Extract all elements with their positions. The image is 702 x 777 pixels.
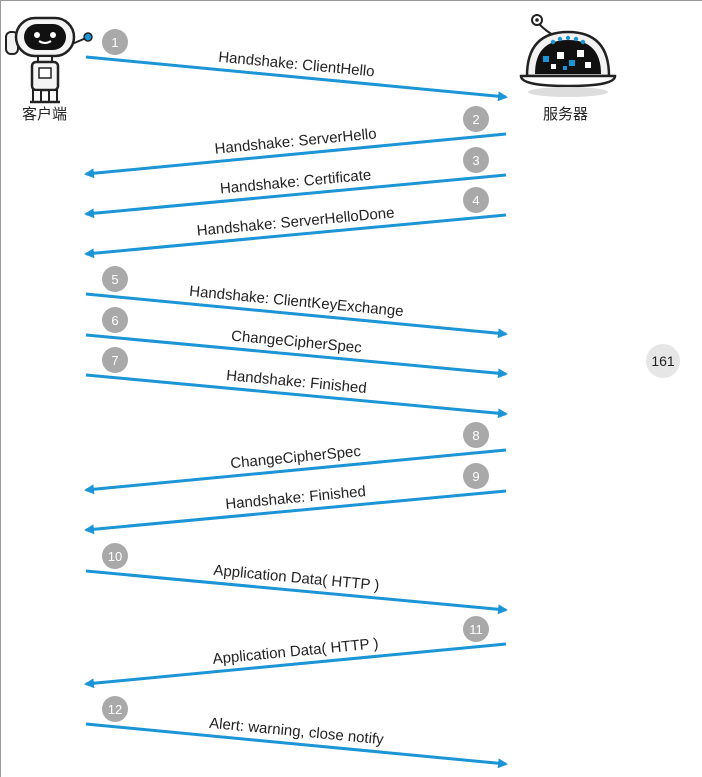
message-label-3: Handshake: Certificate: [219, 167, 372, 198]
message-arrow-8: [84, 448, 507, 495]
step-badge-2: [463, 106, 489, 132]
message-arrow-5: [85, 292, 508, 339]
message-arrow-7: [85, 373, 508, 419]
step-badge-3: [463, 147, 489, 173]
step-number-2: 2: [472, 112, 479, 127]
step-number-6: 6: [111, 313, 118, 328]
message-label-7: Handshake: Finished: [225, 367, 367, 397]
step-badge-5: [102, 266, 128, 292]
step-number-7: 7: [111, 353, 118, 368]
message-arrow-3: [84, 173, 507, 219]
step-number-4: 4: [472, 193, 479, 208]
message-label-6: ChangeCipherSpec: [230, 327, 362, 356]
step-number-10: 10: [108, 549, 122, 564]
step-number-1: 1: [111, 35, 118, 50]
server-robot-icon: [519, 14, 617, 97]
server-label: 服务器: [543, 105, 589, 123]
message-arrow-2: [84, 132, 507, 179]
client-label: 客户端: [22, 105, 68, 123]
step-number-3: 3: [472, 153, 479, 168]
step-badge-8: [463, 422, 489, 448]
message-label-8: ChangeCipherSpec: [230, 443, 362, 472]
step-badge-4: [463, 187, 489, 213]
page-border-top: [0, 0, 702, 1]
step-badge-10: [102, 543, 128, 569]
message-arrow-1: [85, 55, 508, 102]
step-number-5: 5: [111, 272, 118, 287]
step-number-9: 9: [472, 469, 479, 484]
page-border-left: [0, 0, 1, 777]
step-badge-9: [463, 463, 489, 489]
message-arrow-11: [84, 642, 507, 689]
step-number-11: 11: [469, 622, 483, 637]
message-arrow-4: [84, 213, 507, 259]
step-badge-6: [102, 307, 128, 333]
page-number-badge: 161: [646, 344, 680, 378]
message-arrow-12: [85, 722, 508, 769]
client-robot-icon: [5, 16, 93, 104]
message-label-9: Handshake: Finished: [225, 483, 367, 513]
step-number-12: 12: [108, 702, 122, 717]
step-badge-1: [102, 29, 128, 55]
step-badge-11: [463, 616, 489, 642]
message-arrow-6: [85, 333, 508, 379]
step-badge-12: [102, 696, 128, 722]
step-badge-7: [102, 347, 128, 373]
step-number-8: 8: [472, 428, 479, 443]
message-arrow-10: [85, 569, 508, 615]
message-arrow-9: [84, 489, 507, 535]
